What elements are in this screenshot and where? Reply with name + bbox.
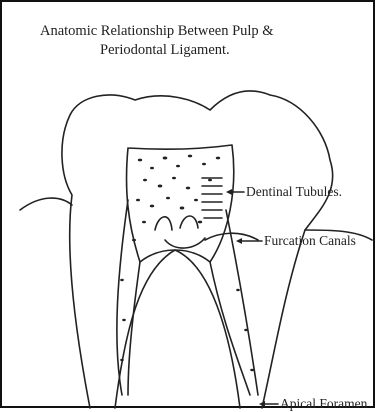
- furcation: [115, 250, 240, 408]
- dentinal-tubules-lines: [202, 178, 222, 218]
- pulp-chamber: [127, 145, 234, 262]
- tooth-outline: [62, 91, 333, 408]
- label-apical-foramen: Apical Foramen: [280, 396, 367, 412]
- root-canal-left: [117, 200, 128, 395]
- gingiva-left: [20, 198, 72, 210]
- label-dentinal-tubules: Dentinal Tubules.: [246, 184, 342, 200]
- label-furcation-canals: Furcation Canals: [264, 233, 356, 249]
